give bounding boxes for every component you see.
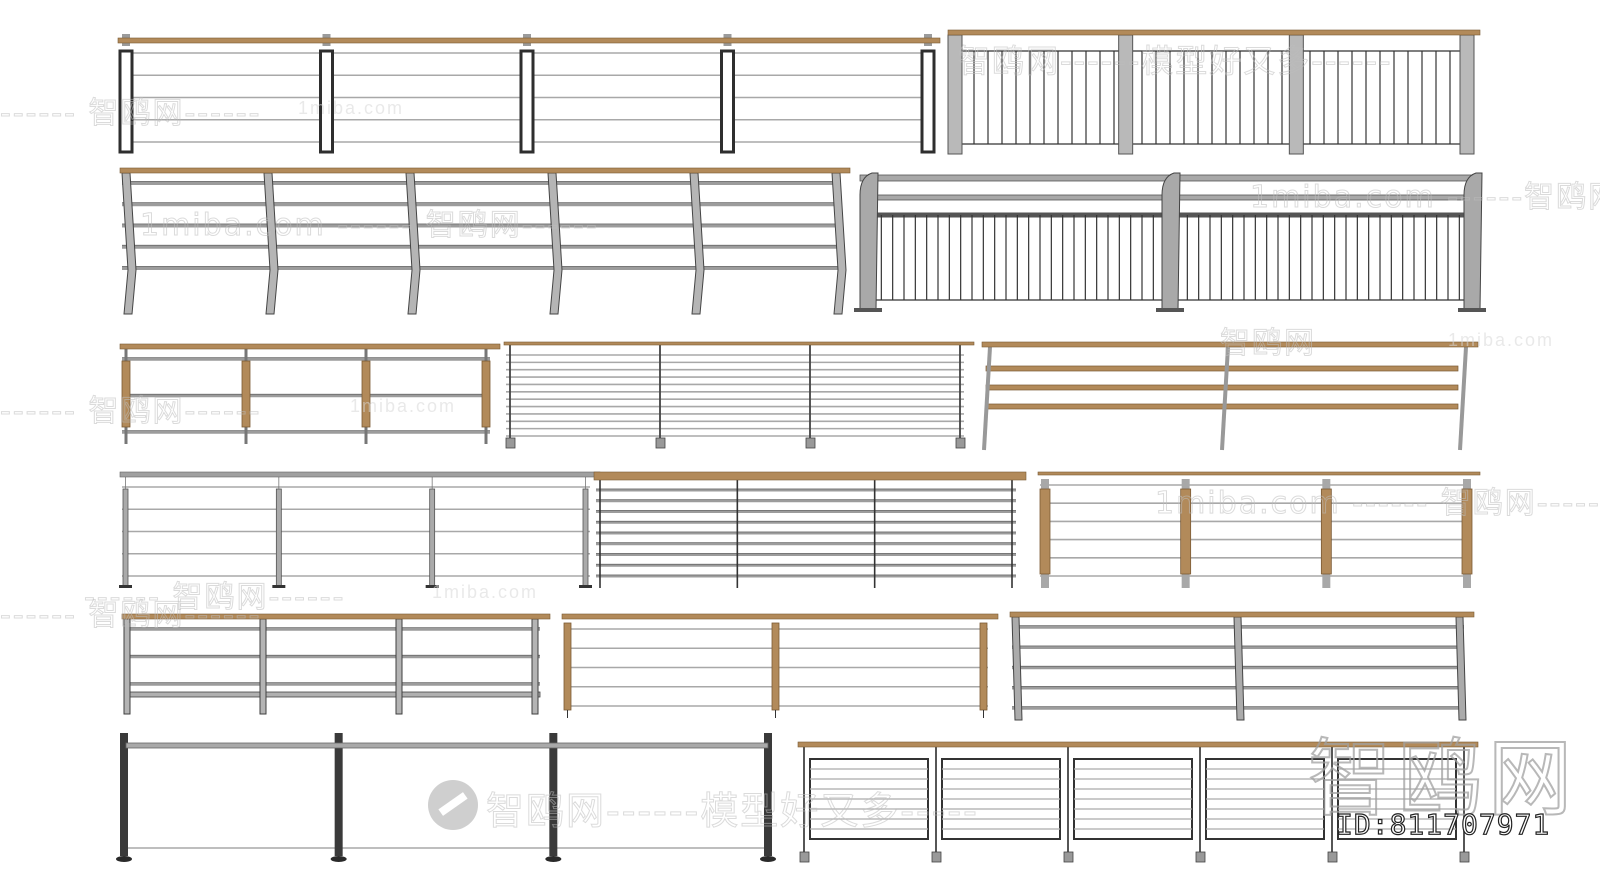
railing-model-r15 <box>797 741 1479 863</box>
railing-post <box>1195 747 1206 863</box>
railing-post <box>955 345 966 449</box>
railing-post <box>1063 747 1074 863</box>
railing-model-r8 <box>119 471 601 588</box>
railing-post <box>931 747 942 863</box>
railing-post <box>854 172 882 312</box>
railing-post <box>1118 34 1134 155</box>
railing-post <box>1288 34 1304 155</box>
railing-post <box>1156 172 1184 312</box>
railing-post <box>405 172 421 315</box>
railing-post <box>947 34 963 155</box>
railing-post <box>1220 346 1230 451</box>
railing-post <box>720 34 735 154</box>
railing-post <box>545 733 562 862</box>
railing-post <box>1180 479 1192 588</box>
railing-post <box>579 477 592 588</box>
railing-post <box>1039 479 1051 588</box>
railing-model-r1 <box>117 34 941 154</box>
railing-post <box>121 172 137 315</box>
railing-post <box>655 345 666 449</box>
railing-post <box>1455 616 1467 721</box>
railing-post <box>1458 346 1468 451</box>
railing-post <box>361 349 371 444</box>
railing-post <box>259 618 267 715</box>
railing-post <box>395 618 403 715</box>
railing-post <box>547 172 563 315</box>
railing-post <box>319 34 334 154</box>
railing-model-r14 <box>116 733 776 862</box>
railing-model-r4 <box>854 172 1486 312</box>
railing-post <box>979 622 988 718</box>
railing-post <box>241 349 251 444</box>
big-brand-watermark: 智鸥网 <box>1307 729 1579 829</box>
railing-post <box>689 172 705 315</box>
railing-post <box>272 477 286 588</box>
railing-model-r7 <box>981 341 1479 451</box>
railing-model-r6 <box>503 341 975 449</box>
railing-post <box>263 172 279 315</box>
railing-model-r9 <box>593 471 1027 588</box>
railing-post <box>119 477 132 588</box>
railing-post <box>330 733 347 862</box>
railing-post <box>799 747 810 863</box>
railing-post <box>1459 747 1470 863</box>
railing-model-r12 <box>561 613 999 718</box>
railing-post <box>1011 616 1023 721</box>
railing-model-r5 <box>119 343 501 444</box>
railing-post <box>920 34 936 154</box>
railing-post <box>760 733 776 862</box>
brand-logo-icon <box>428 780 478 830</box>
railing-post <box>1320 479 1332 588</box>
railing-model-r2 <box>947 29 1481 155</box>
railing-post <box>1461 479 1473 588</box>
railing-model-r3 <box>119 167 851 315</box>
railing-model-r13 <box>1009 611 1475 721</box>
railing-post <box>481 349 491 444</box>
railing-post <box>116 733 132 862</box>
railing-post <box>123 618 131 715</box>
railing-post <box>519 34 535 154</box>
railing-post <box>771 622 780 718</box>
railing-post <box>505 345 516 449</box>
railing-post <box>1233 616 1245 721</box>
railing-model-r11 <box>121 613 551 715</box>
railing-model-r10 <box>1037 471 1481 588</box>
railing-post <box>118 34 134 154</box>
railing-post <box>1459 34 1475 155</box>
railing-post <box>531 618 539 715</box>
railing-post <box>805 345 816 449</box>
railing-post <box>563 622 572 718</box>
railing-post <box>982 346 992 451</box>
railing-post <box>1327 747 1338 863</box>
model-id-label: ID:811707971 <box>1335 807 1551 841</box>
railing-post <box>425 477 439 588</box>
railing-post <box>121 349 131 444</box>
railing-post <box>831 172 847 315</box>
railing-post <box>1458 172 1486 312</box>
